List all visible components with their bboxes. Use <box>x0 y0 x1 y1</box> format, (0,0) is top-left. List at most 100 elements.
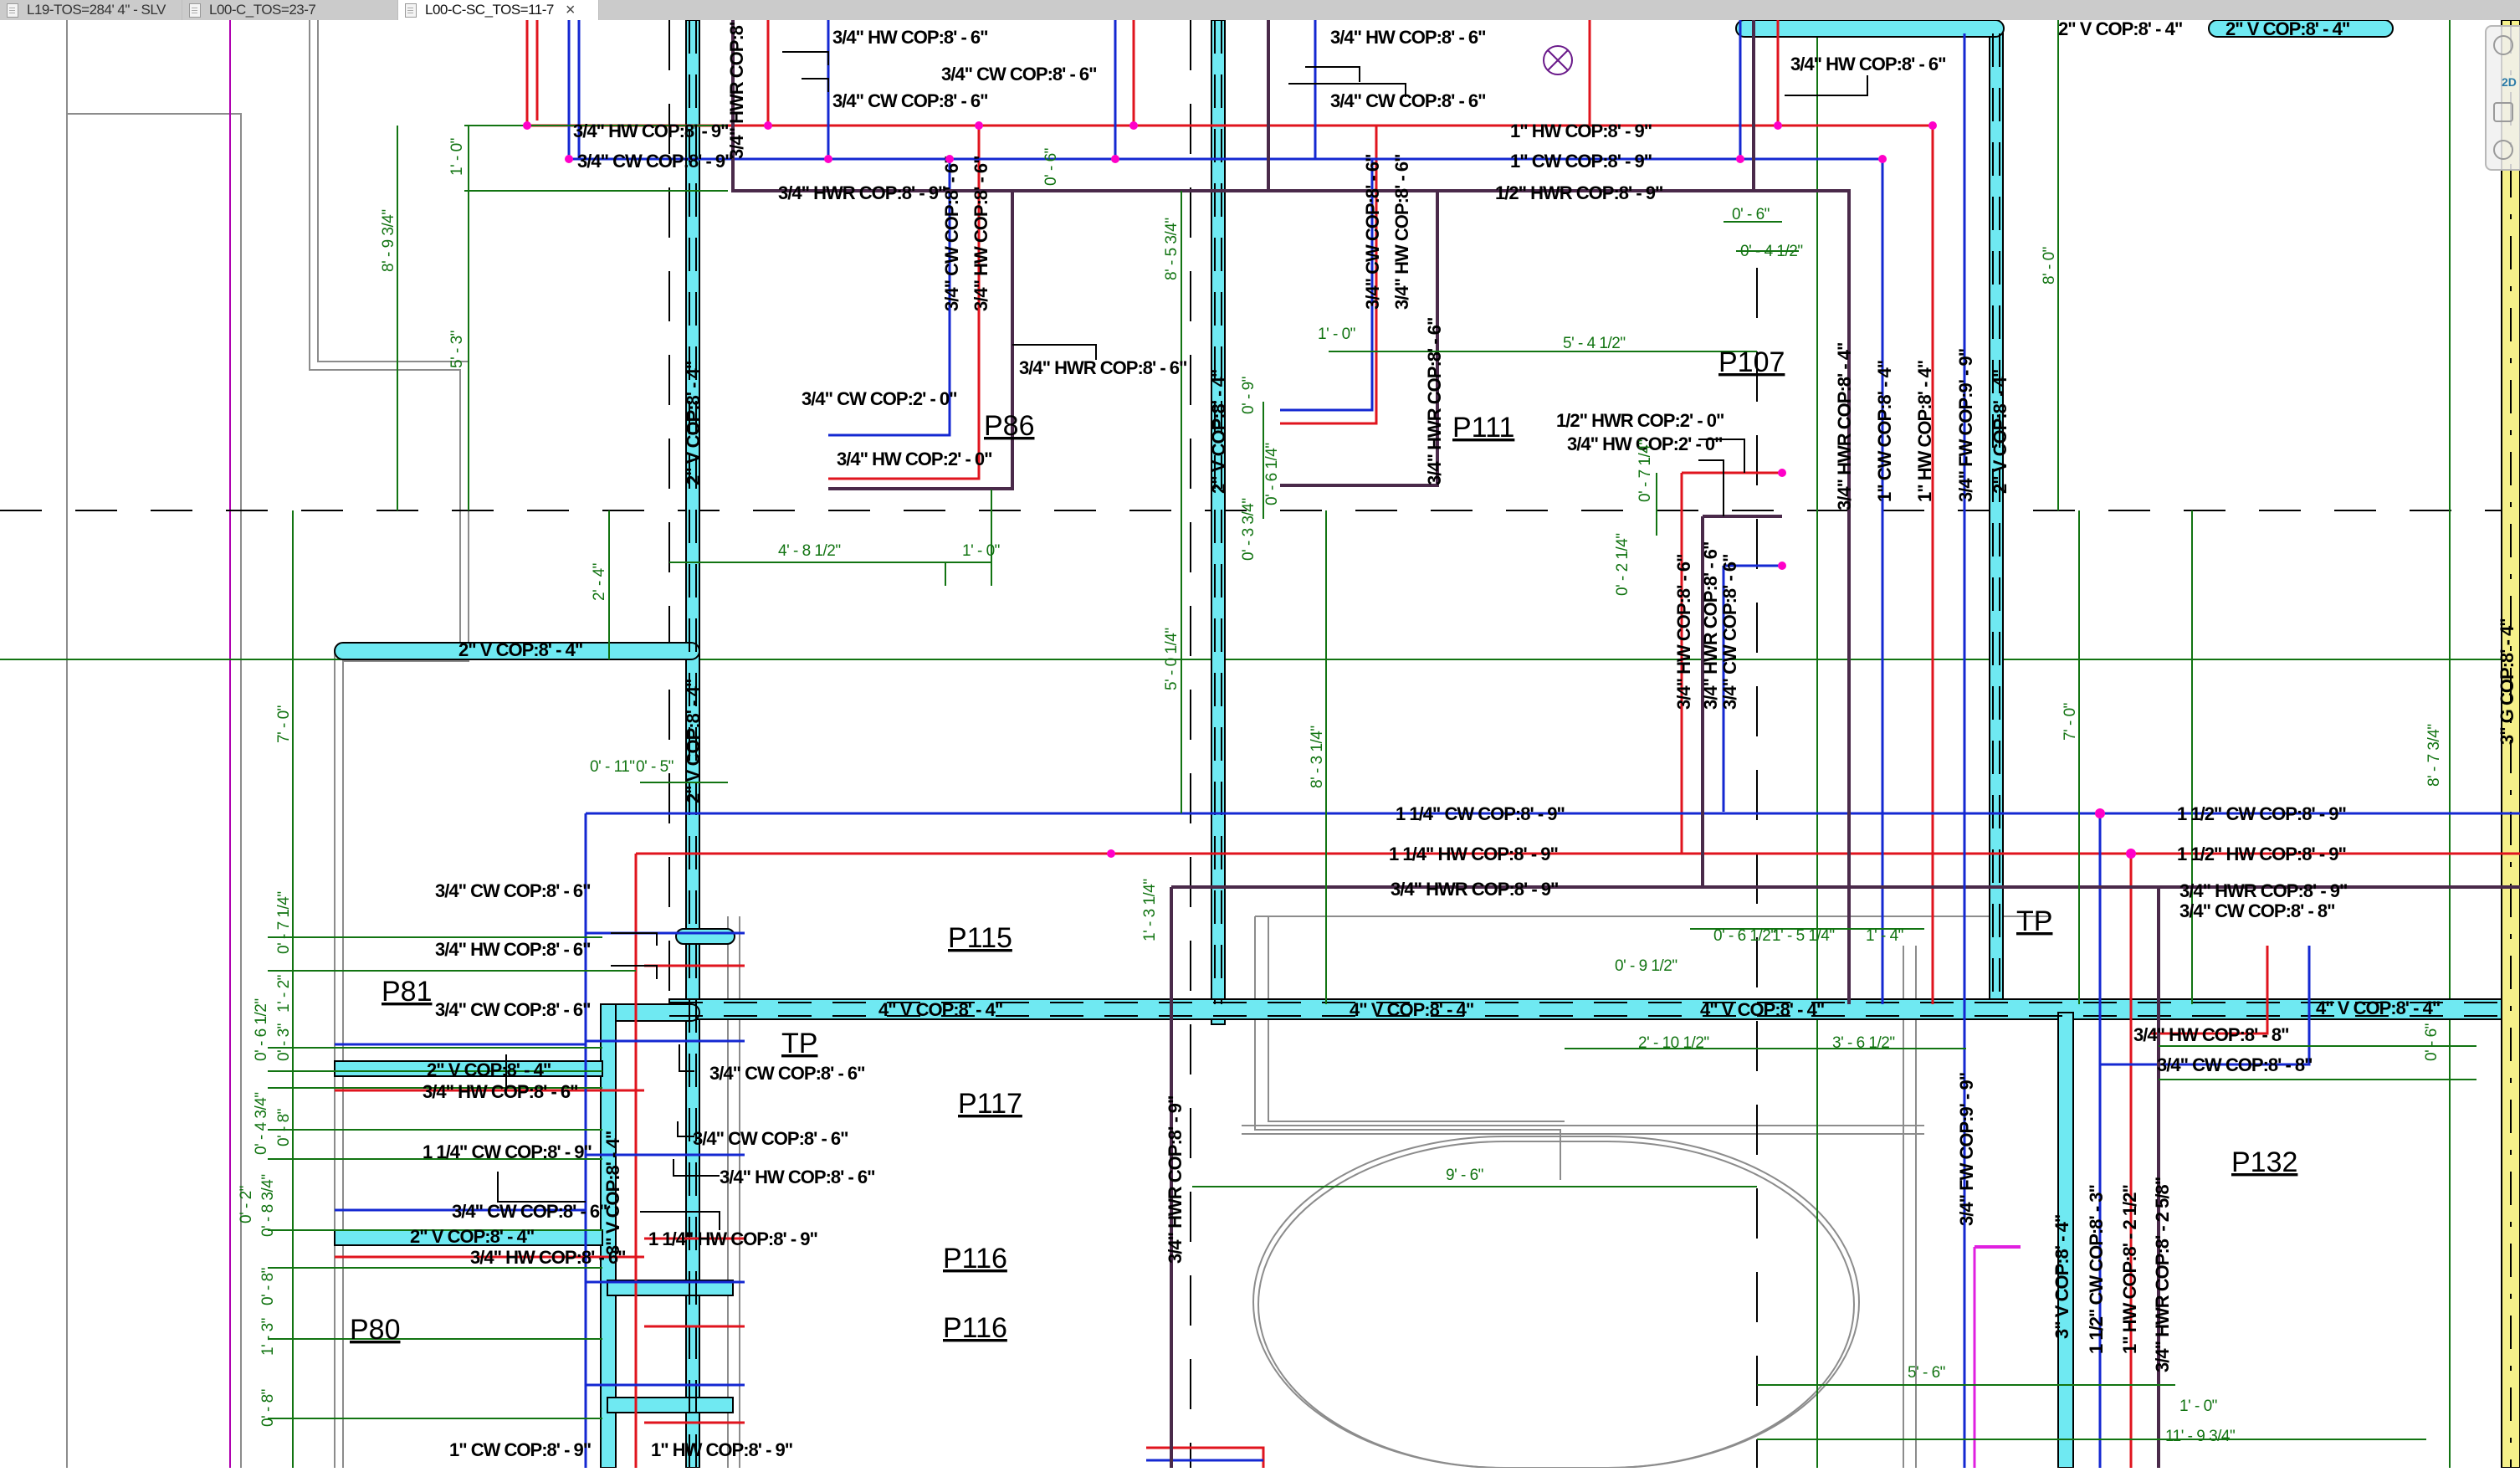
pipe-label: 2" V COP:8' - 4" <box>458 639 582 660</box>
dimension-label: 0' - 6 1/4" <box>1263 443 1281 505</box>
leader-lines <box>497 51 1868 1230</box>
pipe-label: 3/4" HW COP:8' - 6" <box>1673 554 1694 710</box>
dimension-lines <box>268 20 2476 1468</box>
pipe-label: 1" HW COP:8' - 9" <box>651 1439 792 1460</box>
dimension-label: 7' - 0" <box>2062 703 2079 741</box>
dimension-label: 0' - 2 1/4" <box>1614 533 1631 596</box>
dimension-labels: 1' - 0" 8' - 9 3/4" 5' - 3" 2' - 4" 7' -… <box>238 138 2443 1445</box>
pipe-label: 3/4" HWR COP:8' - 4" <box>1834 343 1855 510</box>
document-tab-bar: L19-TOS=284' 4" - SLV L00-C_TOS=23-7 L00… <box>0 0 2520 20</box>
pipe-label: 3/4" CW COP:8' - 6" <box>1330 90 1486 111</box>
pipe-label: 3/4" CW COP:8' - 6" <box>452 1201 607 1222</box>
tab-l19-tos-slv[interactable]: L19-TOS=284' 4" - SLV <box>0 0 182 20</box>
dimension-label: 0' - 6 1/2" <box>1713 927 1776 945</box>
dimension-label: 1' - 4" <box>1866 927 1903 945</box>
dimension-label: 7' - 0" <box>275 705 293 743</box>
pipe-label: 1" CW COP:8' - 4" <box>1874 361 1895 502</box>
pipe-labels: 3/4" HW COP:8' - 6" 3/4" CW COP:8' - 6" … <box>410 0 2517 1460</box>
pipe-label: 3/4" HW COP:8' - 6" <box>832 27 988 48</box>
dimension-label: 8' - 3 1/4" <box>1309 726 1326 788</box>
pipe-label: 4" V COP:8' - 4" <box>2316 998 2440 1018</box>
room-tag: P80 <box>350 1314 401 1346</box>
close-tab-button[interactable]: × <box>565 1 576 19</box>
pipe-label: 4" V COP:8' - 4" <box>1350 999 1473 1020</box>
pan-icon[interactable] <box>2493 140 2513 160</box>
dimension-label: 1' - 3" <box>259 1318 277 1356</box>
room-tag: P115 <box>948 922 1012 954</box>
dimension-label: 4' - 8 1/2" <box>778 542 841 560</box>
zoom-icon[interactable] <box>2493 102 2513 122</box>
pipe-label: 3" V COP:8' - 4" <box>602 1131 623 1255</box>
pipe-label: 3/4" HWR COP:8' - 9" <box>1165 1096 1186 1264</box>
dimension-label: 0' - 8" <box>275 1109 293 1146</box>
dimension-label: 0' - 4 1/2" <box>1740 243 1803 260</box>
dimension-label: 0' - 6" <box>2423 1023 2441 1061</box>
tab-l00-c-sc-tos[interactable]: L00-C-SC_TOS=11-7 × <box>398 0 599 20</box>
2d-wheel-label[interactable]: 2D <box>2502 75 2517 89</box>
pipe-label: 3/4" CW COP:8' - 6" <box>693 1128 848 1149</box>
room-tag: P117 <box>958 1088 1022 1120</box>
pipe-label: 2" V COP:8' - 4" <box>683 362 704 485</box>
steering-wheel-icon[interactable] <box>2493 35 2513 55</box>
dimension-label: 1' - 0" <box>448 138 466 176</box>
vent-pipes <box>334 19 2502 1469</box>
dimension-label: 0' - 8" <box>259 1268 277 1305</box>
pipe-label: 3/4" HWR COP:8' - 6" <box>1424 318 1445 485</box>
dimension-label: 5' - 4 1/2" <box>1563 335 1626 352</box>
pipe-label: 4" V COP:8' - 4" <box>878 999 1002 1020</box>
document-icon <box>7 3 18 18</box>
dimension-label: 5' - 0 1/4" <box>1163 628 1181 690</box>
pipe-label: 3/4" HW COP:8' - 6" <box>435 939 591 960</box>
pipe-label: 3/4" FW COP:9' - 9" <box>1955 349 1976 502</box>
pipe-label: 1/2" HWR COP:2' - 0" <box>1556 410 1724 431</box>
dimension-label: 1' - 0" <box>962 542 1000 560</box>
dimension-label: 1' - 0" <box>1318 326 1355 343</box>
dimension-label: 8' - 5 3/4" <box>1163 218 1181 280</box>
pipe-label: 3/4" HW COP:8' - 6" <box>1330 27 1486 48</box>
tab-label: L00-C_TOS=23-7 <box>209 2 316 18</box>
pipe-label: 3/4" HW COP:8' - 8" <box>2133 1024 2289 1045</box>
pipe-label: 3/4" HW COP:8' - 6" <box>1391 154 1412 310</box>
pipe-label: 3" G COP:8' - 4" <box>2497 618 2517 745</box>
dimension-label: 0' - 2" <box>238 1186 255 1223</box>
pipe-label: 1" HW COP:8' - 4" <box>1914 361 1935 502</box>
room-tag: TP <box>2016 905 2052 937</box>
pipe-label: 1" HW COP:8' - 2 1/2" <box>2119 1185 2140 1354</box>
tab-l00-c-tos[interactable]: L00-C_TOS=23-7 <box>182 0 398 20</box>
fixture-connection-markers <box>523 121 2136 859</box>
pipe-label: 3/4" CW COP:8' - 8" <box>2157 1054 2313 1075</box>
dimension-label: 5' - 6" <box>1908 1364 1945 1382</box>
document-icon <box>405 3 417 18</box>
dimension-label: 0' - 7 1/4" <box>275 891 293 954</box>
cleanout-x-symbol <box>1543 45 1573 75</box>
reference-lines <box>0 20 2520 1468</box>
pipe-label: 3/4" HW COP:2' - 0" <box>1567 433 1723 454</box>
room-tag: P116 <box>943 1243 1007 1275</box>
dimension-label: 1' - 3 1/4" <box>1141 879 1159 941</box>
dimension-label: 11' - 9 3/4" <box>2165 1428 2235 1445</box>
pipe-label: 1" CW COP:8' - 9" <box>449 1439 591 1460</box>
pipe-label: 3/4" CW COP:2' - 0" <box>802 388 957 409</box>
document-icon <box>189 3 201 18</box>
pipe-label: 2" V COP:8' - 4" <box>1990 370 2010 494</box>
pipe-label: 3/4" CW COP:8' - 6" <box>832 90 988 111</box>
room-tag: P132 <box>2231 1146 2297 1178</box>
pipe-label: 2" V COP:8' - 4" <box>1208 370 1229 494</box>
dimension-label: 1' - 5 1/4" <box>1772 927 1835 945</box>
dimension-label: 0' - 11" <box>590 758 635 776</box>
dimension-label: 5' - 3" <box>448 331 466 368</box>
room-tag: P111 <box>1452 412 1514 444</box>
pipe-label: 3/4" CW COP:8' - 6" <box>435 880 591 901</box>
dimension-label: 2' - 4" <box>591 563 608 601</box>
pipe-label: 2" V COP:8' - 4" <box>2225 20 2349 39</box>
dimension-label: 0' - 8 3/4" <box>259 1174 277 1237</box>
pipe-label: 1 1/2" HW COP:8' - 9" <box>2177 844 2346 864</box>
room-tag: P81 <box>382 976 433 1008</box>
pipe-label: 2" V COP:8' - 4" <box>410 1226 534 1247</box>
pipe-label: 3/4" CW COP:8' - 8" <box>2179 900 2335 921</box>
room-tags: P86 P111 P107 P81 P80 P115 TP P117 P116 … <box>350 346 2297 1346</box>
pipe-label: 2" V COP:8' - 4" <box>2058 20 2182 39</box>
pipe-label: 3/4" HWR COP:8' - 9" <box>778 182 945 203</box>
